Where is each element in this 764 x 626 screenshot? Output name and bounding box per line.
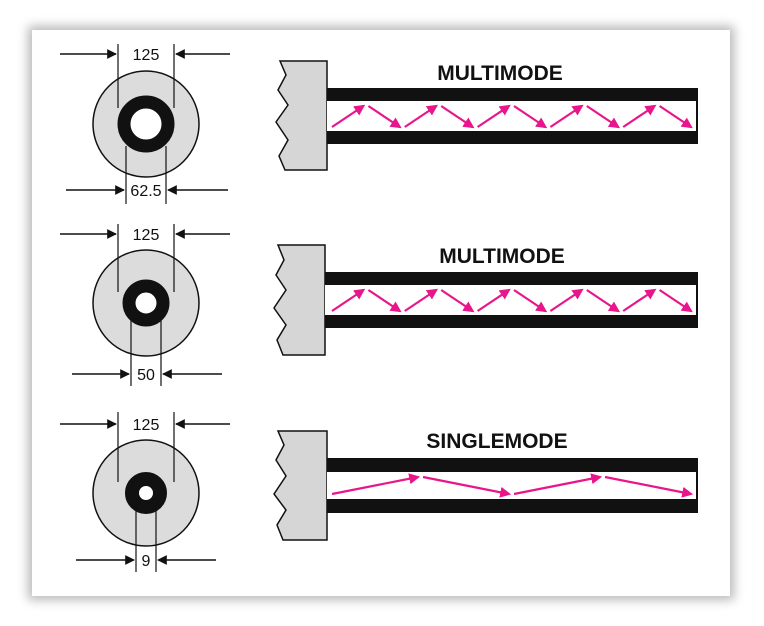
cross-section-2: 125 50: [60, 224, 230, 386]
light-ray-arrow: [422, 475, 512, 498]
light-path: [331, 288, 693, 313]
fiber-side-view-3: SINGLEMODE: [273, 430, 698, 541]
cladding-top: [327, 458, 697, 472]
light-path: [331, 104, 693, 129]
cladding-top: [327, 88, 697, 101]
fiber-row-2: 125 50 MULTIMODE: [60, 224, 698, 386]
light-ray-arrow: [622, 288, 657, 312]
cladding-top: [325, 272, 697, 285]
cladding-diameter-label: 125: [133, 227, 160, 244]
cross-section-3: 125 9: [60, 412, 230, 572]
core-ring: [122, 279, 170, 327]
light-ray-arrow: [513, 289, 548, 313]
core-diameter-label: 62.5: [130, 183, 161, 200]
cladding-bottom: [325, 315, 697, 328]
light-ray-arrow: [586, 105, 621, 129]
light-ray-arrow: [513, 473, 603, 496]
fiber-side-view-2: MULTIMODE: [273, 244, 698, 356]
light-ray-arrow: [476, 288, 511, 312]
connector-block: [273, 244, 326, 356]
light-ray-arrow: [549, 288, 584, 312]
light-ray-arrow: [604, 475, 694, 498]
core-ring: [125, 472, 167, 514]
light-ray-arrow: [476, 104, 511, 128]
light-ray-arrow: [440, 105, 475, 129]
light-ray-arrow: [658, 105, 693, 129]
light-ray-arrow: [549, 104, 584, 128]
light-ray-arrow: [658, 289, 693, 313]
cross-section-1: 125 62.5: [60, 44, 230, 204]
connector-block: [275, 60, 328, 171]
fiber-side-view-1: MULTIMODE: [275, 60, 698, 171]
fiber-core: [327, 101, 697, 131]
core-ring: [117, 95, 175, 153]
cladding-bottom: [327, 499, 697, 513]
cladding-diameter-label: 125: [133, 417, 160, 434]
light-ray-arrow: [440, 289, 475, 313]
mode-title: MULTIMODE: [437, 62, 563, 85]
core-diameter-label: 50: [137, 367, 155, 384]
mode-title: SINGLEMODE: [426, 430, 567, 453]
fiber-row-1: 125 62.5 MULTIMODE: [60, 44, 698, 204]
light-ray-arrow: [513, 105, 548, 129]
fiber-core: [327, 472, 697, 499]
light-ray-arrow: [331, 104, 366, 128]
light-path: [331, 473, 694, 498]
mode-title: MULTIMODE: [439, 245, 565, 268]
connector-block: [273, 430, 328, 541]
light-ray-arrow: [367, 105, 402, 129]
light-ray-arrow: [331, 473, 421, 496]
light-ray-arrow: [404, 288, 439, 312]
light-ray-arrow: [331, 288, 366, 312]
fiber-row-3: 125 9 SINGLEMODE: [60, 412, 698, 572]
cladding-diameter-label: 125: [133, 47, 160, 64]
light-ray-arrow: [367, 289, 402, 313]
cladding-bottom: [327, 131, 697, 144]
light-ray-arrow: [404, 104, 439, 128]
light-ray-arrow: [622, 104, 657, 128]
light-ray-arrow: [586, 289, 621, 313]
core-diameter-label: 9: [142, 553, 151, 570]
fiber-core: [325, 285, 697, 315]
